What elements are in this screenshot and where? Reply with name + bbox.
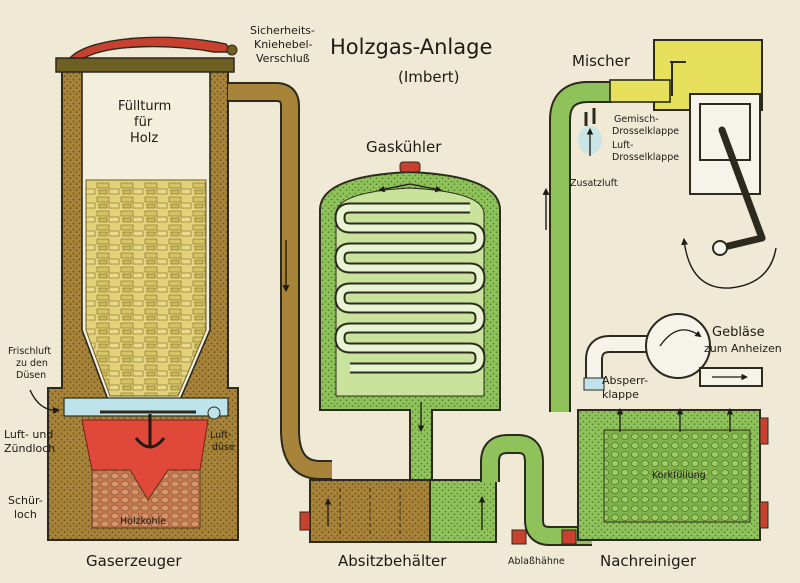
label-luftduese-1: Luft- bbox=[210, 430, 231, 441]
drehrichtung bbox=[681, 237, 777, 289]
gaskuehler bbox=[319, 161, 501, 486]
label-fuellturm-2: für bbox=[134, 115, 153, 130]
diagram-title: Holzgas-Anlage bbox=[330, 35, 492, 59]
ablass-rechts bbox=[561, 529, 577, 545]
ablass-links bbox=[299, 511, 311, 531]
label-zuendloch-1: Luft- und bbox=[4, 428, 53, 441]
mischer bbox=[578, 39, 777, 289]
label-luftduese-2: düse bbox=[212, 442, 235, 453]
korkfuellung-bereich bbox=[603, 429, 751, 523]
label-gaserzeuger: Gaserzeuger bbox=[86, 552, 182, 570]
label-geblaese-2: zum Anheizen bbox=[704, 342, 782, 355]
label-verschluss-2: Kniehebel- bbox=[254, 38, 313, 51]
holz-fuellung bbox=[85, 179, 207, 397]
pleuelstange bbox=[718, 126, 766, 242]
geblaese-gehaeuse bbox=[645, 313, 711, 379]
mischer-einlass bbox=[609, 79, 671, 103]
label-fuellturm-3: Holz bbox=[130, 131, 158, 146]
absitzbehaelter bbox=[299, 479, 497, 543]
label-frischluft-1: Frischluft bbox=[8, 346, 51, 357]
label-luft-1: Luft- bbox=[612, 140, 633, 151]
nachreiniger bbox=[577, 408, 769, 541]
label-gemisch-2: Drosselklappe bbox=[612, 126, 679, 137]
geblaese bbox=[583, 313, 763, 391]
label-korkfuellung: Korkfüllung bbox=[652, 470, 706, 481]
label-zuendloch-2: Zündloch bbox=[4, 442, 55, 455]
rohr-gaserzeuger bbox=[228, 82, 332, 480]
rohr-absitz-nachreiniger bbox=[480, 434, 592, 546]
label-nachreiniger: Nachreiniger bbox=[600, 552, 697, 570]
absperrklappe bbox=[583, 377, 605, 391]
label-holzkohle: Holzkohle bbox=[120, 516, 166, 527]
label-frischluft-3: Düsen bbox=[16, 370, 46, 381]
label-geblaese-1: Gebläse bbox=[712, 325, 765, 340]
duese-rechts bbox=[207, 406, 221, 420]
deckel bbox=[55, 57, 235, 73]
label-schuerloch-1: Schür- bbox=[8, 494, 43, 507]
ablass-mitte bbox=[511, 529, 527, 545]
steigrohr bbox=[542, 81, 612, 412]
kurbelwelle bbox=[712, 240, 728, 256]
kniehebel-verschluss bbox=[68, 36, 234, 59]
label-absitzbehaelter: Absitzbehälter bbox=[338, 552, 447, 570]
label-verschluss-1: Sicherheits- bbox=[250, 24, 315, 37]
rost bbox=[134, 414, 166, 449]
label-gemisch-1: Gemisch- bbox=[614, 114, 659, 125]
kuehler-kappe bbox=[399, 161, 421, 173]
label-mischer: Mischer bbox=[572, 52, 631, 70]
frischluft-pfeil bbox=[29, 389, 61, 415]
gaserzeuger bbox=[47, 36, 239, 541]
label-gaskuehler: Gaskühler bbox=[366, 138, 442, 156]
label-fuellturm-1: Füllturm bbox=[118, 99, 171, 114]
label-frischluft-2: zu den bbox=[16, 358, 48, 369]
label-verschluss-3: Verschluß bbox=[256, 52, 310, 65]
label-schuerloch-2: loch bbox=[14, 508, 37, 521]
label-absperr-2: klappe bbox=[602, 388, 639, 401]
label-absperr-1: Absperr- bbox=[602, 374, 648, 387]
flansch-rechts-unten bbox=[759, 501, 769, 529]
label-luft-2: Drosselklappe bbox=[612, 152, 679, 163]
hebel-gelenk bbox=[226, 44, 238, 56]
label-ablasshaehne: Ablaßhähne bbox=[508, 556, 565, 567]
flansch-rechts-oben bbox=[759, 417, 769, 445]
absitz-rechts bbox=[429, 479, 497, 543]
holzkohle-zone bbox=[91, 469, 201, 529]
label-zusatzluft: Zusatzluft bbox=[570, 178, 618, 189]
diagram-subtitle: (Imbert) bbox=[398, 68, 460, 86]
